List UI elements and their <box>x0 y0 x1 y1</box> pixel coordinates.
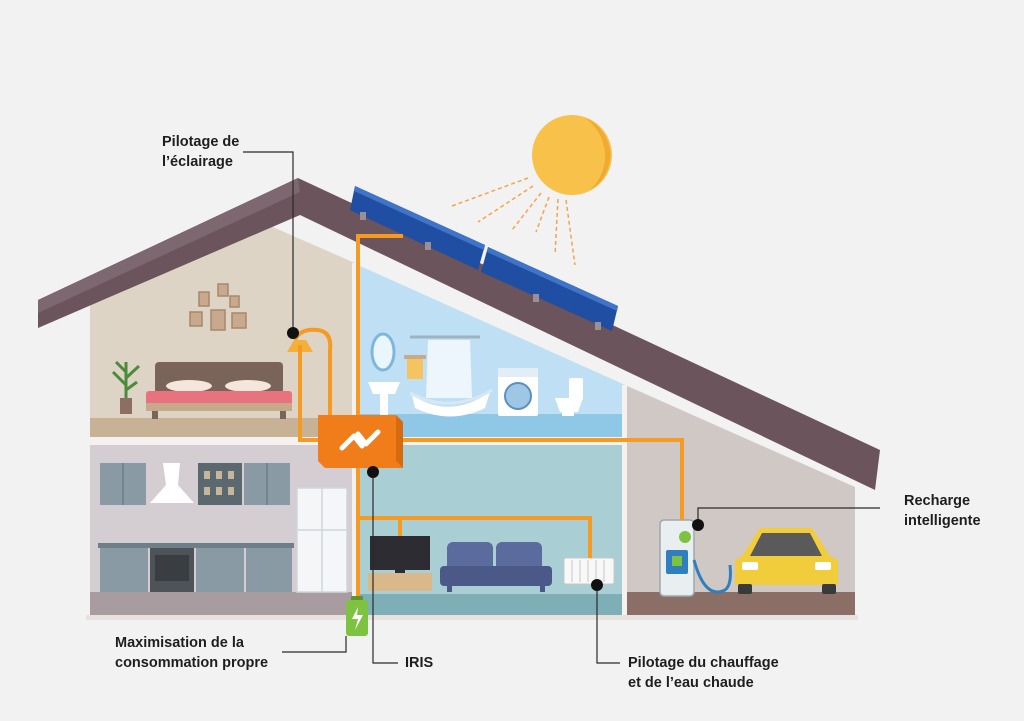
solar-panel-icon <box>350 186 618 331</box>
label-lighting-line1: Pilotage de <box>162 134 240 150</box>
charging-station-icon <box>659 519 732 597</box>
label-heating-line1: Pilotage du chauffage <box>628 655 779 671</box>
label-self-consumption-line1: Maximisation de la <box>115 635 244 651</box>
label-charging-line2: intelligente <box>904 513 981 529</box>
label-lighting-control: Pilotage de l’éclairage <box>162 132 239 172</box>
label-heating-control: Pilotage du chauffage et de l’eau chaude <box>628 653 779 693</box>
callout-lines <box>243 151 880 664</box>
sun-icon <box>451 115 612 266</box>
label-heating-line2: et de l’eau chaude <box>628 675 754 691</box>
hub-icon <box>318 415 403 468</box>
label-self-consumption-line2: consommation propre <box>115 655 269 671</box>
radiator-icon <box>563 557 615 585</box>
label-iris-text: IRIS <box>405 655 434 671</box>
battery-icon <box>346 596 368 636</box>
kitchen-furniture <box>98 463 348 593</box>
car-icon <box>735 528 838 594</box>
bathroom-fixtures <box>368 332 583 417</box>
label-smart-charging: Recharge intelligente <box>904 491 981 531</box>
living-room-furniture <box>368 536 615 592</box>
living-room <box>356 445 625 617</box>
bathroom <box>358 265 625 438</box>
label-charging-line1: Recharge <box>904 493 971 509</box>
roof <box>38 178 880 490</box>
callout-dots <box>287 327 704 591</box>
label-iris: IRIS <box>405 653 433 673</box>
energy-wiring <box>298 234 684 596</box>
bedroom-furniture <box>111 283 338 419</box>
label-self-consumption: Maximisation de la consommation propre <box>115 633 268 673</box>
label-lighting-line2: l’éclairage <box>162 154 233 170</box>
